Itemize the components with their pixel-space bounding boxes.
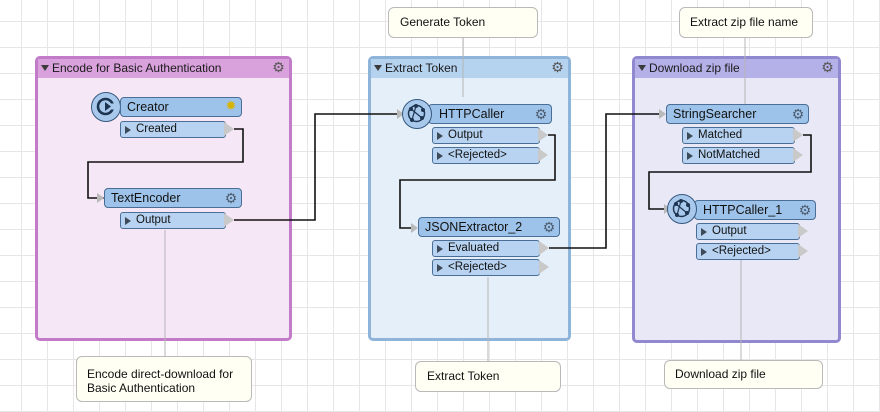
link-httpcaller-jsonextractor [399,134,556,229]
transformer-jsonextractor[interactable]: JSONExtractor_2 ⚙ [418,217,560,237]
link-jsonextractor-stringsearcher [549,113,659,249]
input-connector-icon[interactable] [411,223,418,233]
port-label: <Rejected> [712,245,771,257]
collapse-triangle-icon[interactable] [41,65,49,72]
port-triangle-icon [125,217,131,225]
annotation-encode-note[interactable]: Encode direct-download for Basic Authent… [76,356,252,402]
collapse-triangle-icon[interactable] [638,65,646,72]
gear-icon[interactable]: ⚙ [821,59,834,75]
output-connector-icon[interactable] [539,241,549,255]
output-connector-icon[interactable] [538,128,548,142]
sun-icon[interactable]: ✹ [225,98,237,113]
output-port-output[interactable]: Output [120,212,226,229]
output-connector-icon[interactable] [798,224,808,238]
port-label: Matched [698,129,743,141]
bookmark-title: Encode for Basic Authentication [52,61,222,75]
output-connector-icon[interactable] [793,148,803,162]
transformer-name: HTTPCaller_1 [703,203,783,217]
port-triangle-icon [437,264,443,272]
link-textencoder-httpcaller [234,113,397,221]
input-connector-icon[interactable] [659,109,666,119]
network-globe-icon[interactable] [402,99,432,129]
output-port-rejected[interactable]: <Rejected> [432,259,540,276]
transformer-creator[interactable]: Creator ✹ [120,97,242,117]
gear-icon[interactable]: ⚙ [224,190,238,206]
output-connector-icon[interactable] [793,128,803,142]
transformer-httpcaller[interactable]: HTTPCaller ⚙ [428,104,552,124]
annotation-extract-token[interactable]: Extract Token [415,361,561,392]
annotation-text: Extract Token [427,369,500,383]
gear-icon[interactable]: ⚙ [791,106,805,122]
annotation-extract-zip-name[interactable]: Extract zip file name [679,7,813,38]
output-port-output[interactable]: Output [696,223,800,240]
output-connector-icon[interactable] [538,148,548,162]
bookmark-title: Download zip file [649,61,740,75]
port-label: NotMatched [698,149,761,161]
output-connector-icon[interactable] [224,122,234,136]
gear-icon[interactable]: ⚙ [551,59,564,75]
gear-icon[interactable]: ⚙ [542,219,556,235]
port-label: Output [136,214,171,226]
network-globe-icon[interactable] [667,194,697,224]
output-port-created[interactable]: Created [120,121,226,138]
port-triangle-icon [701,248,707,256]
annotation-generate-token[interactable]: Generate Token [388,7,538,38]
creator-icon[interactable] [91,92,121,122]
output-port-rejected[interactable]: <Rejected> [696,243,800,260]
port-label: Evaluated [448,242,500,254]
annotation-download-zip[interactable]: Download zip file [664,360,823,389]
transformer-stringsearcher[interactable]: StringSearcher ⚙ [666,104,809,124]
transformer-name: StringSearcher [673,107,757,121]
bookmark-header[interactable]: Extract Token ⚙ [371,59,568,78]
annotation-leaders [164,38,746,361]
output-port-rejected[interactable]: <Rejected> [432,147,540,164]
port-label: Output [712,225,747,237]
port-triangle-icon [437,152,443,160]
output-port-matched[interactable]: Matched [682,127,795,144]
transformer-name: TextEncoder [111,191,181,205]
output-connector-icon[interactable] [798,244,808,258]
bookmark-download-zip[interactable]: Download zip file ⚙ [632,56,841,343]
output-port-notmatched[interactable]: NotMatched [682,147,795,164]
port-triangle-icon [437,132,443,140]
annotation-text: Generate Token [400,15,486,29]
input-connector-icon[interactable] [397,109,404,119]
gear-icon[interactable]: ⚙ [272,59,285,75]
bookmark-header[interactable]: Download zip file ⚙ [635,59,838,78]
transformer-textencoder[interactable]: TextEncoder ⚙ [104,188,242,208]
collapse-triangle-icon[interactable] [374,65,382,72]
port-triangle-icon [687,132,693,140]
port-triangle-icon [687,152,693,160]
link-lines [87,113,812,249]
port-triangle-icon [701,228,707,236]
transformer-name: Creator [127,100,169,114]
output-port-output[interactable]: Output [432,127,540,144]
bookmark-title: Extract Token [385,61,458,75]
bookmark-header[interactable]: Encode for Basic Authentication ⚙ [38,59,289,78]
bookmark-extract-token[interactable]: Extract Token ⚙ [368,56,571,341]
output-connector-icon[interactable] [539,260,549,274]
port-label: <Rejected> [448,261,507,273]
port-label: Created [136,123,177,135]
gear-icon[interactable]: ⚙ [798,202,812,218]
output-port-evaluated[interactable]: Evaluated [432,240,540,257]
port-triangle-icon [437,245,443,253]
transformer-name: HTTPCaller [439,107,505,121]
link-stringsearcher-httpcaller1 [648,134,812,210]
transformer-name: JSONExtractor_2 [425,220,523,234]
annotation-text: Extract zip file name [690,15,799,29]
port-triangle-icon [125,126,131,134]
annotation-text: Download zip file [675,367,766,381]
port-label: <Rejected> [448,149,507,161]
annotation-text: Encode direct-download for Basic Authent… [87,367,234,395]
link-creator-textencoder [87,128,244,199]
gear-icon[interactable]: ⚙ [534,106,548,122]
transformer-httpcaller-1[interactable]: HTTPCaller_1 ⚙ [694,200,816,220]
port-label: Output [448,129,483,141]
input-connector-icon[interactable] [97,193,104,203]
output-connector-icon[interactable] [224,213,234,227]
